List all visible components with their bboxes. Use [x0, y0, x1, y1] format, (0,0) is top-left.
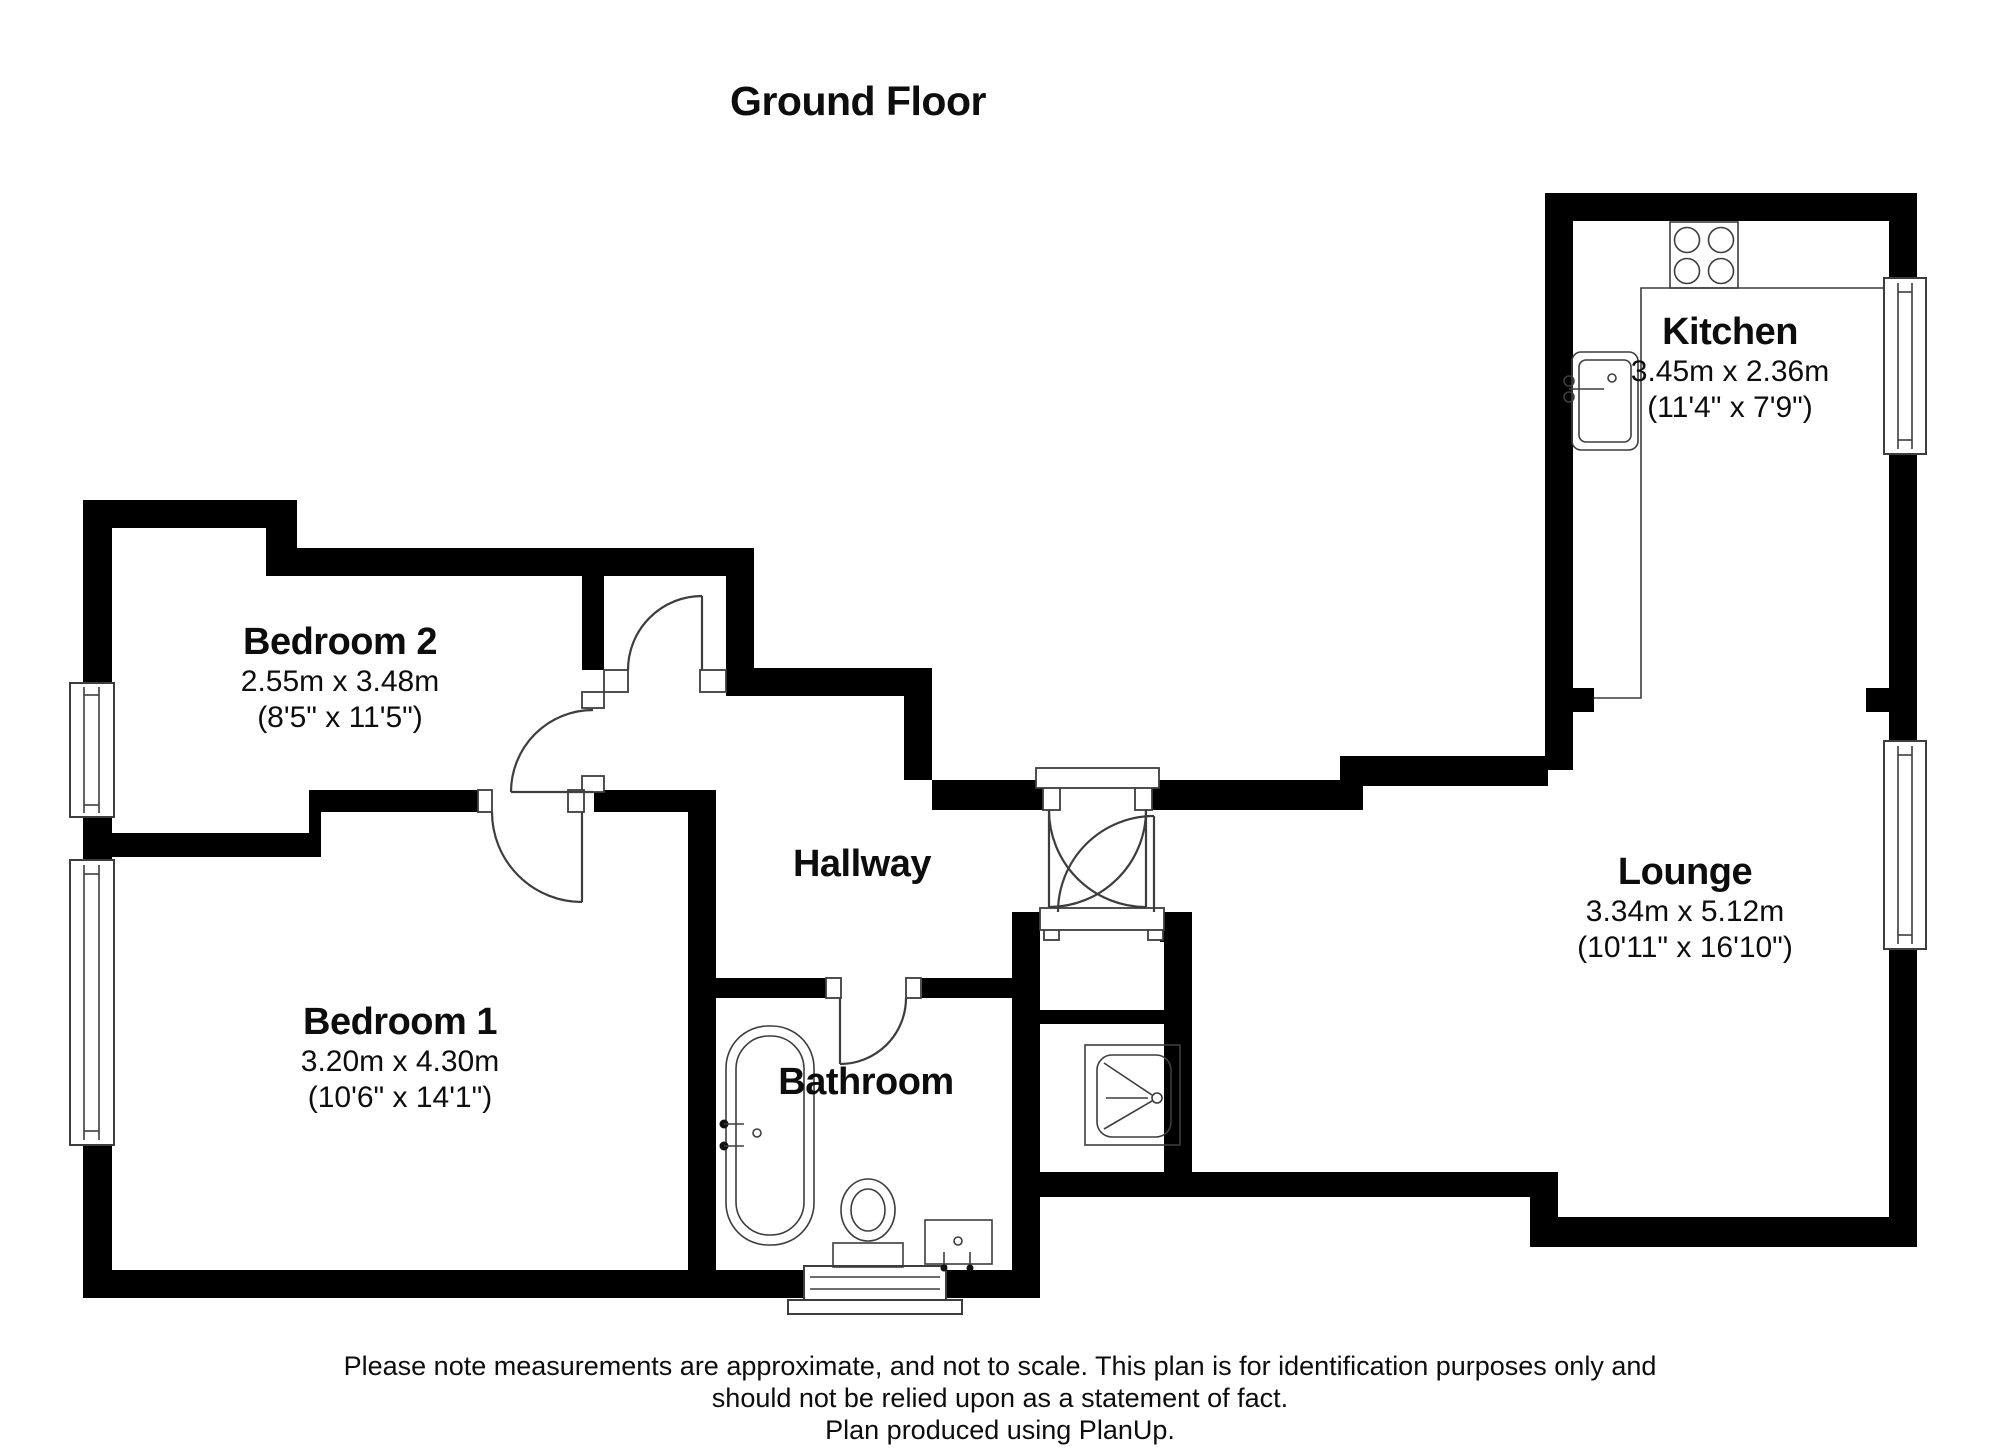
bedroom1-dim-metric: 3.20m x 4.30m	[300, 1045, 500, 1078]
windows	[69, 277, 1927, 1315]
fixtures	[719, 221, 1884, 1272]
bathroom-name: Bathroom	[778, 1061, 954, 1103]
doors	[490, 594, 1165, 1066]
kitchen-window	[1883, 277, 1927, 455]
closet-door	[626, 594, 704, 671]
room-label-kitchen: Kitchen 3.45m x 2.36m (11'4" x 7'9")	[1631, 310, 1829, 426]
bedroom2-window	[69, 682, 115, 818]
door-jambs	[477, 669, 1164, 999]
lounge-dim-metric: 3.34m x 5.12m	[1585, 895, 1785, 928]
page-title: Ground Floor	[730, 78, 986, 124]
room-label-bathroom: Bathroom	[778, 1060, 954, 1104]
bathroom-window	[787, 1265, 963, 1315]
hob-icon	[1669, 221, 1739, 289]
room-label-hallway: Hallway	[792, 842, 932, 886]
kitchen-dim-imperial: (11'4" x 7'9")	[1647, 391, 1813, 424]
bedroom1-dim-imperial: (10'6" x 14'1")	[307, 1081, 493, 1114]
lounge-window	[1883, 740, 1927, 950]
wash-basin-icon	[924, 1219, 993, 1272]
entrance-door	[1035, 767, 1160, 909]
hallway-name: Hallway	[792, 843, 932, 885]
kitchen-dim-metric: 3.45m x 2.36m	[1630, 355, 1830, 388]
bedroom2-name: Bedroom 2	[243, 621, 437, 663]
bath-icon	[719, 1025, 815, 1246]
bedroom2-door	[509, 708, 594, 794]
bedroom2-dim-imperial: (8'5" x 11'5")	[257, 701, 423, 734]
walls	[83, 193, 1917, 1298]
kitchen-name: Kitchen	[1662, 311, 1798, 353]
disclaimer-line-3: Plan produced using PlanUp.	[825, 1415, 1175, 1445]
bedroom1-window	[69, 859, 115, 1146]
room-label-bedroom2: Bedroom 2 2.55m x 3.48m (8'5" x 11'5")	[241, 620, 439, 736]
cupboard-door	[1039, 814, 1165, 931]
disclaimer: Please note measurements are approximate…	[344, 1350, 1657, 1446]
bathroom-door	[838, 997, 908, 1066]
disclaimer-line-2: should not be relied upon as a statement…	[711, 1383, 1289, 1413]
lounge-dim-imperial: (10'11" x 16'10")	[1577, 931, 1793, 964]
bedroom1-door	[490, 811, 584, 904]
bedroom2-dim-metric: 2.55m x 3.48m	[240, 665, 440, 698]
kitchen-counter	[1594, 287, 1884, 699]
kitchen-sink-icon	[1563, 351, 1639, 451]
room-label-bedroom1: Bedroom 1 3.20m x 4.30m (10'6" x 14'1")	[301, 1000, 499, 1116]
bedroom1-name: Bedroom 1	[303, 1001, 497, 1043]
disclaimer-line-1: Please note measurements are approximate…	[343, 1351, 1657, 1381]
room-label-lounge: Lounge 3.34m x 5.12m (10'11" x 16'10")	[1577, 850, 1793, 966]
toilet-icon	[832, 1178, 904, 1268]
lounge-name: Lounge	[1617, 851, 1753, 893]
shower-tray-icon	[1084, 1044, 1181, 1146]
